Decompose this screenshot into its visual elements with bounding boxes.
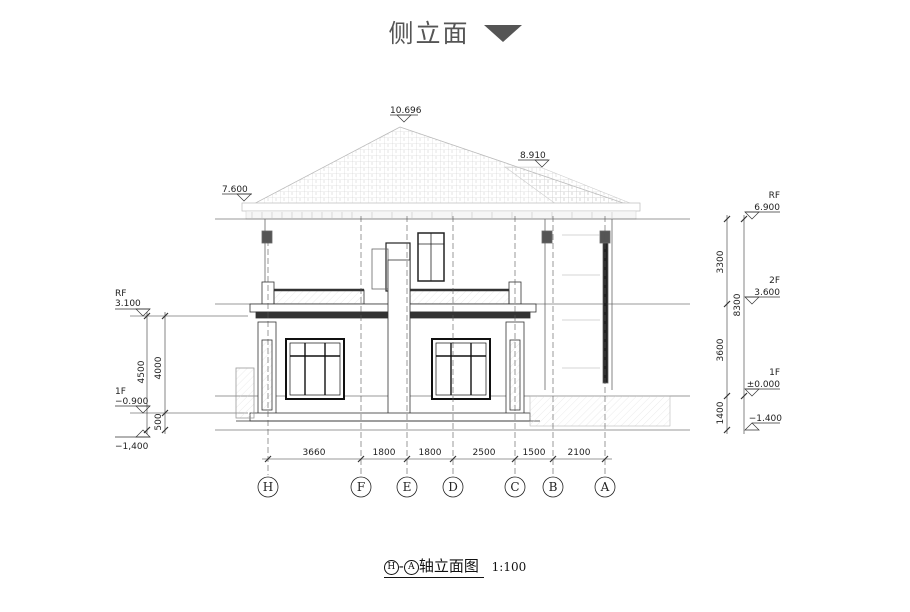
left-dimensions: 4500 4000 500	[137, 356, 164, 430]
page-header: 侧立面	[0, 14, 910, 50]
1f-value-left: −0.900	[115, 397, 149, 407]
caption-scale: 1:100	[491, 560, 527, 574]
window-right	[431, 338, 491, 400]
dim-500: 500	[154, 413, 164, 430]
right-elevation-labels: RF 6.900 2F 3.600 1F ±0.000 −1.400	[747, 191, 783, 424]
rf-floor-left: RF	[115, 289, 126, 299]
dim-d-c: 2500	[473, 448, 496, 458]
secondary-ridge-elevation: 8.910	[520, 151, 546, 161]
axis-label-f: F	[357, 480, 365, 494]
dim-e-d: 1800	[419, 448, 442, 458]
dim-1400: 1400	[716, 401, 726, 424]
axis-label-h: H	[263, 480, 273, 494]
base-value-right: −1.400	[749, 414, 783, 424]
ground-floor	[235, 259, 540, 422]
rf-floor-right: RF	[769, 191, 780, 201]
right-dimension-lines	[723, 215, 748, 434]
1f-floor-right: 1F	[769, 368, 780, 378]
1f-value-right: ±0.000	[747, 380, 781, 390]
caption-title: 轴立面图	[418, 557, 479, 575]
bottom-dimension-line	[262, 455, 612, 463]
1f-floor-left: 1F	[115, 387, 126, 397]
dim-3300: 3300	[716, 250, 726, 273]
dim-f-e: 1800	[373, 448, 396, 458]
caption-axis-from: H	[383, 560, 399, 575]
axis-label-e: E	[403, 480, 412, 494]
dim-8300: 8300	[733, 293, 743, 316]
rf-value-right: 6.900	[754, 203, 780, 213]
left-elevation-marks	[115, 308, 151, 438]
axis-label-a: A	[600, 480, 610, 494]
dropdown-triangle-icon	[483, 24, 522, 42]
base-value-left: −1,400	[115, 442, 149, 452]
dim-b-a: 2100	[568, 448, 591, 458]
header-title: 侧立面	[388, 19, 470, 48]
2f-value-right: 3.600	[754, 288, 780, 298]
axis-label-b: B	[549, 480, 558, 494]
dim-3600: 3600	[716, 338, 726, 361]
axis-label-d: D	[448, 480, 458, 494]
dim-4500: 4500	[137, 360, 147, 383]
terrain	[529, 395, 671, 427]
axis-label-c: C	[510, 480, 519, 494]
caption-axis-to: A	[403, 560, 419, 575]
left-elevation-labels: RF 3.100 1F −0.900 −1,400	[115, 289, 149, 452]
rf-value-left: 3.100	[115, 299, 141, 309]
window-left	[285, 338, 345, 400]
ridge-elevation: 10.696	[390, 106, 422, 116]
bottom-dimensions: 3660 1800 1800 2500 1500 2100	[303, 448, 591, 458]
right-dimensions: 3300 3600 1400 8300	[716, 250, 743, 424]
dim-4000: 4000	[154, 356, 164, 379]
low-eave-elevation: 7.600	[222, 185, 248, 195]
main-roof	[241, 126, 641, 220]
2f-floor-right: 2F	[769, 276, 780, 286]
axis-bubbles: H F E D C B A	[257, 476, 616, 498]
dim-c-b: 1500	[523, 448, 546, 458]
dim-h-f: 3660	[303, 448, 326, 458]
roof-elevation-marks: 10.696 8.910 7.600	[222, 106, 550, 202]
right-elevation-marks	[744, 211, 780, 431]
left-dimension-lines	[143, 312, 169, 434]
axis-lines	[267, 216, 606, 475]
